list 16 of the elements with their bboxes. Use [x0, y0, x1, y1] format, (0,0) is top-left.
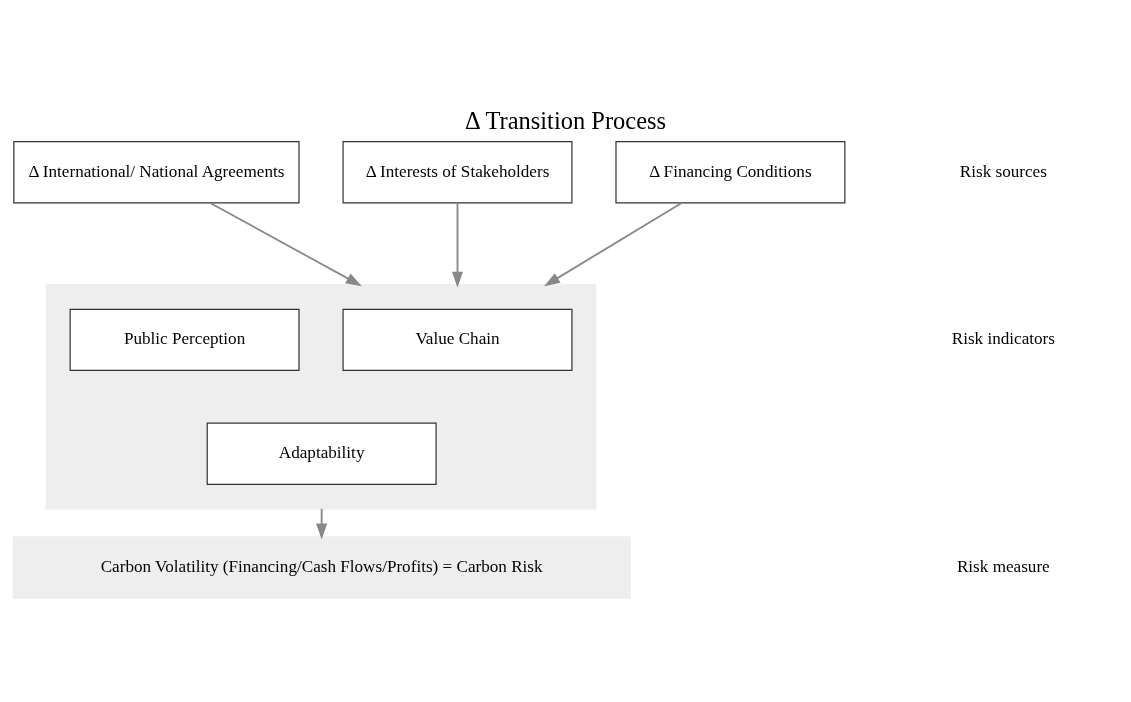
node-box: Value Chain: [342, 308, 573, 371]
arrow: [451, 201, 464, 288]
node-box: Δ International/ National Agreements: [13, 140, 300, 203]
cluster: [45, 283, 597, 509]
arrow: [316, 507, 328, 540]
node-box: Public Perception: [69, 308, 300, 371]
arrow: [209, 201, 362, 286]
label: Risk sources: [959, 161, 1047, 181]
node-box: Δ Interests of Stakeholders: [342, 140, 573, 203]
node-box: Adaptability: [206, 421, 437, 485]
node-box: Δ Financing Conditions: [615, 140, 846, 203]
node-box: Carbon Volatility (Financing/Cash Flows/Profits) = Carbon Risk: [12, 535, 631, 599]
arrow: [544, 201, 683, 286]
label: Risk indicators: [951, 328, 1055, 348]
diagram-title: Δ Transition Process: [464, 106, 667, 134]
label: Risk measure: [956, 556, 1050, 576]
